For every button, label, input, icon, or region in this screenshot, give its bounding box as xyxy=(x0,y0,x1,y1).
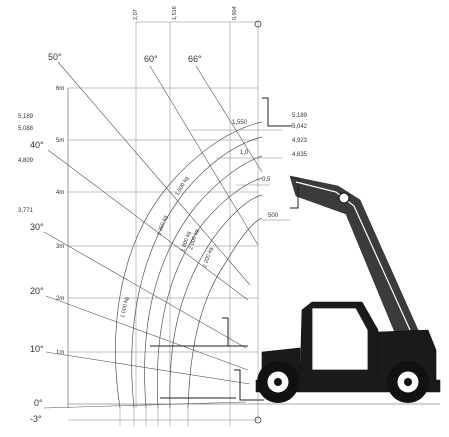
inner-marks xyxy=(190,129,290,221)
top-dim-1: 2,07 xyxy=(133,9,139,20)
right-height-4: 4,635 xyxy=(292,152,308,158)
curve-load-1500: 1 500 kg xyxy=(175,176,191,197)
curve-load-2200: 2 200 kg xyxy=(202,247,214,269)
height-label-4m: 4m xyxy=(56,190,64,196)
left-height-3: 4,809 xyxy=(18,158,34,164)
height-gridlines xyxy=(67,87,440,408)
height-label-1m: 1m xyxy=(56,350,64,356)
angle-label-40: 40° xyxy=(30,140,44,150)
left-height-2: 5,088 xyxy=(18,126,34,132)
left-height-1: 5,189 xyxy=(18,114,34,120)
angle-lines xyxy=(43,61,263,409)
top-dimension-lines xyxy=(135,20,262,424)
wheels xyxy=(257,361,429,403)
angle-label-50: 50° xyxy=(48,52,62,62)
curve-load-1350: 1 350 kg xyxy=(156,215,169,237)
inner-dim-3: 0,5 xyxy=(262,177,271,183)
inner-dim-2: 1,0 xyxy=(240,150,249,156)
left-height-4: 3,771 xyxy=(18,208,34,214)
height-label-5m: 5m xyxy=(56,138,64,144)
right-height-1: 5,189 xyxy=(292,113,308,119)
load-curves xyxy=(115,121,263,409)
right-height-2: 5,042 xyxy=(292,124,308,130)
angle-label-66: 66° xyxy=(188,54,202,64)
height-label-3m: 3m xyxy=(56,244,64,250)
angle-label-60: 60° xyxy=(144,54,158,64)
inner-dim-4: 500 xyxy=(268,213,279,219)
top-dim-2: 1,516 xyxy=(172,6,178,20)
angle-label-0: 0° xyxy=(34,398,43,408)
height-label-6m: 6m xyxy=(56,86,64,92)
right-height-3: 4,923 xyxy=(292,138,308,144)
bottom-dimension-ticks xyxy=(68,408,258,426)
angle-label-20: 20° xyxy=(30,286,44,296)
angle-label-10: 10° xyxy=(30,344,44,354)
angle-label-minus3: -3° xyxy=(30,414,42,424)
inner-dim-1: 1,550 xyxy=(232,120,248,126)
top-dim-3: 0,904 xyxy=(232,6,238,20)
height-label-2m: 2m xyxy=(56,296,64,302)
angle-label-30: 30° xyxy=(30,222,44,232)
curve-load-1000: 1 000 kg xyxy=(120,297,130,319)
